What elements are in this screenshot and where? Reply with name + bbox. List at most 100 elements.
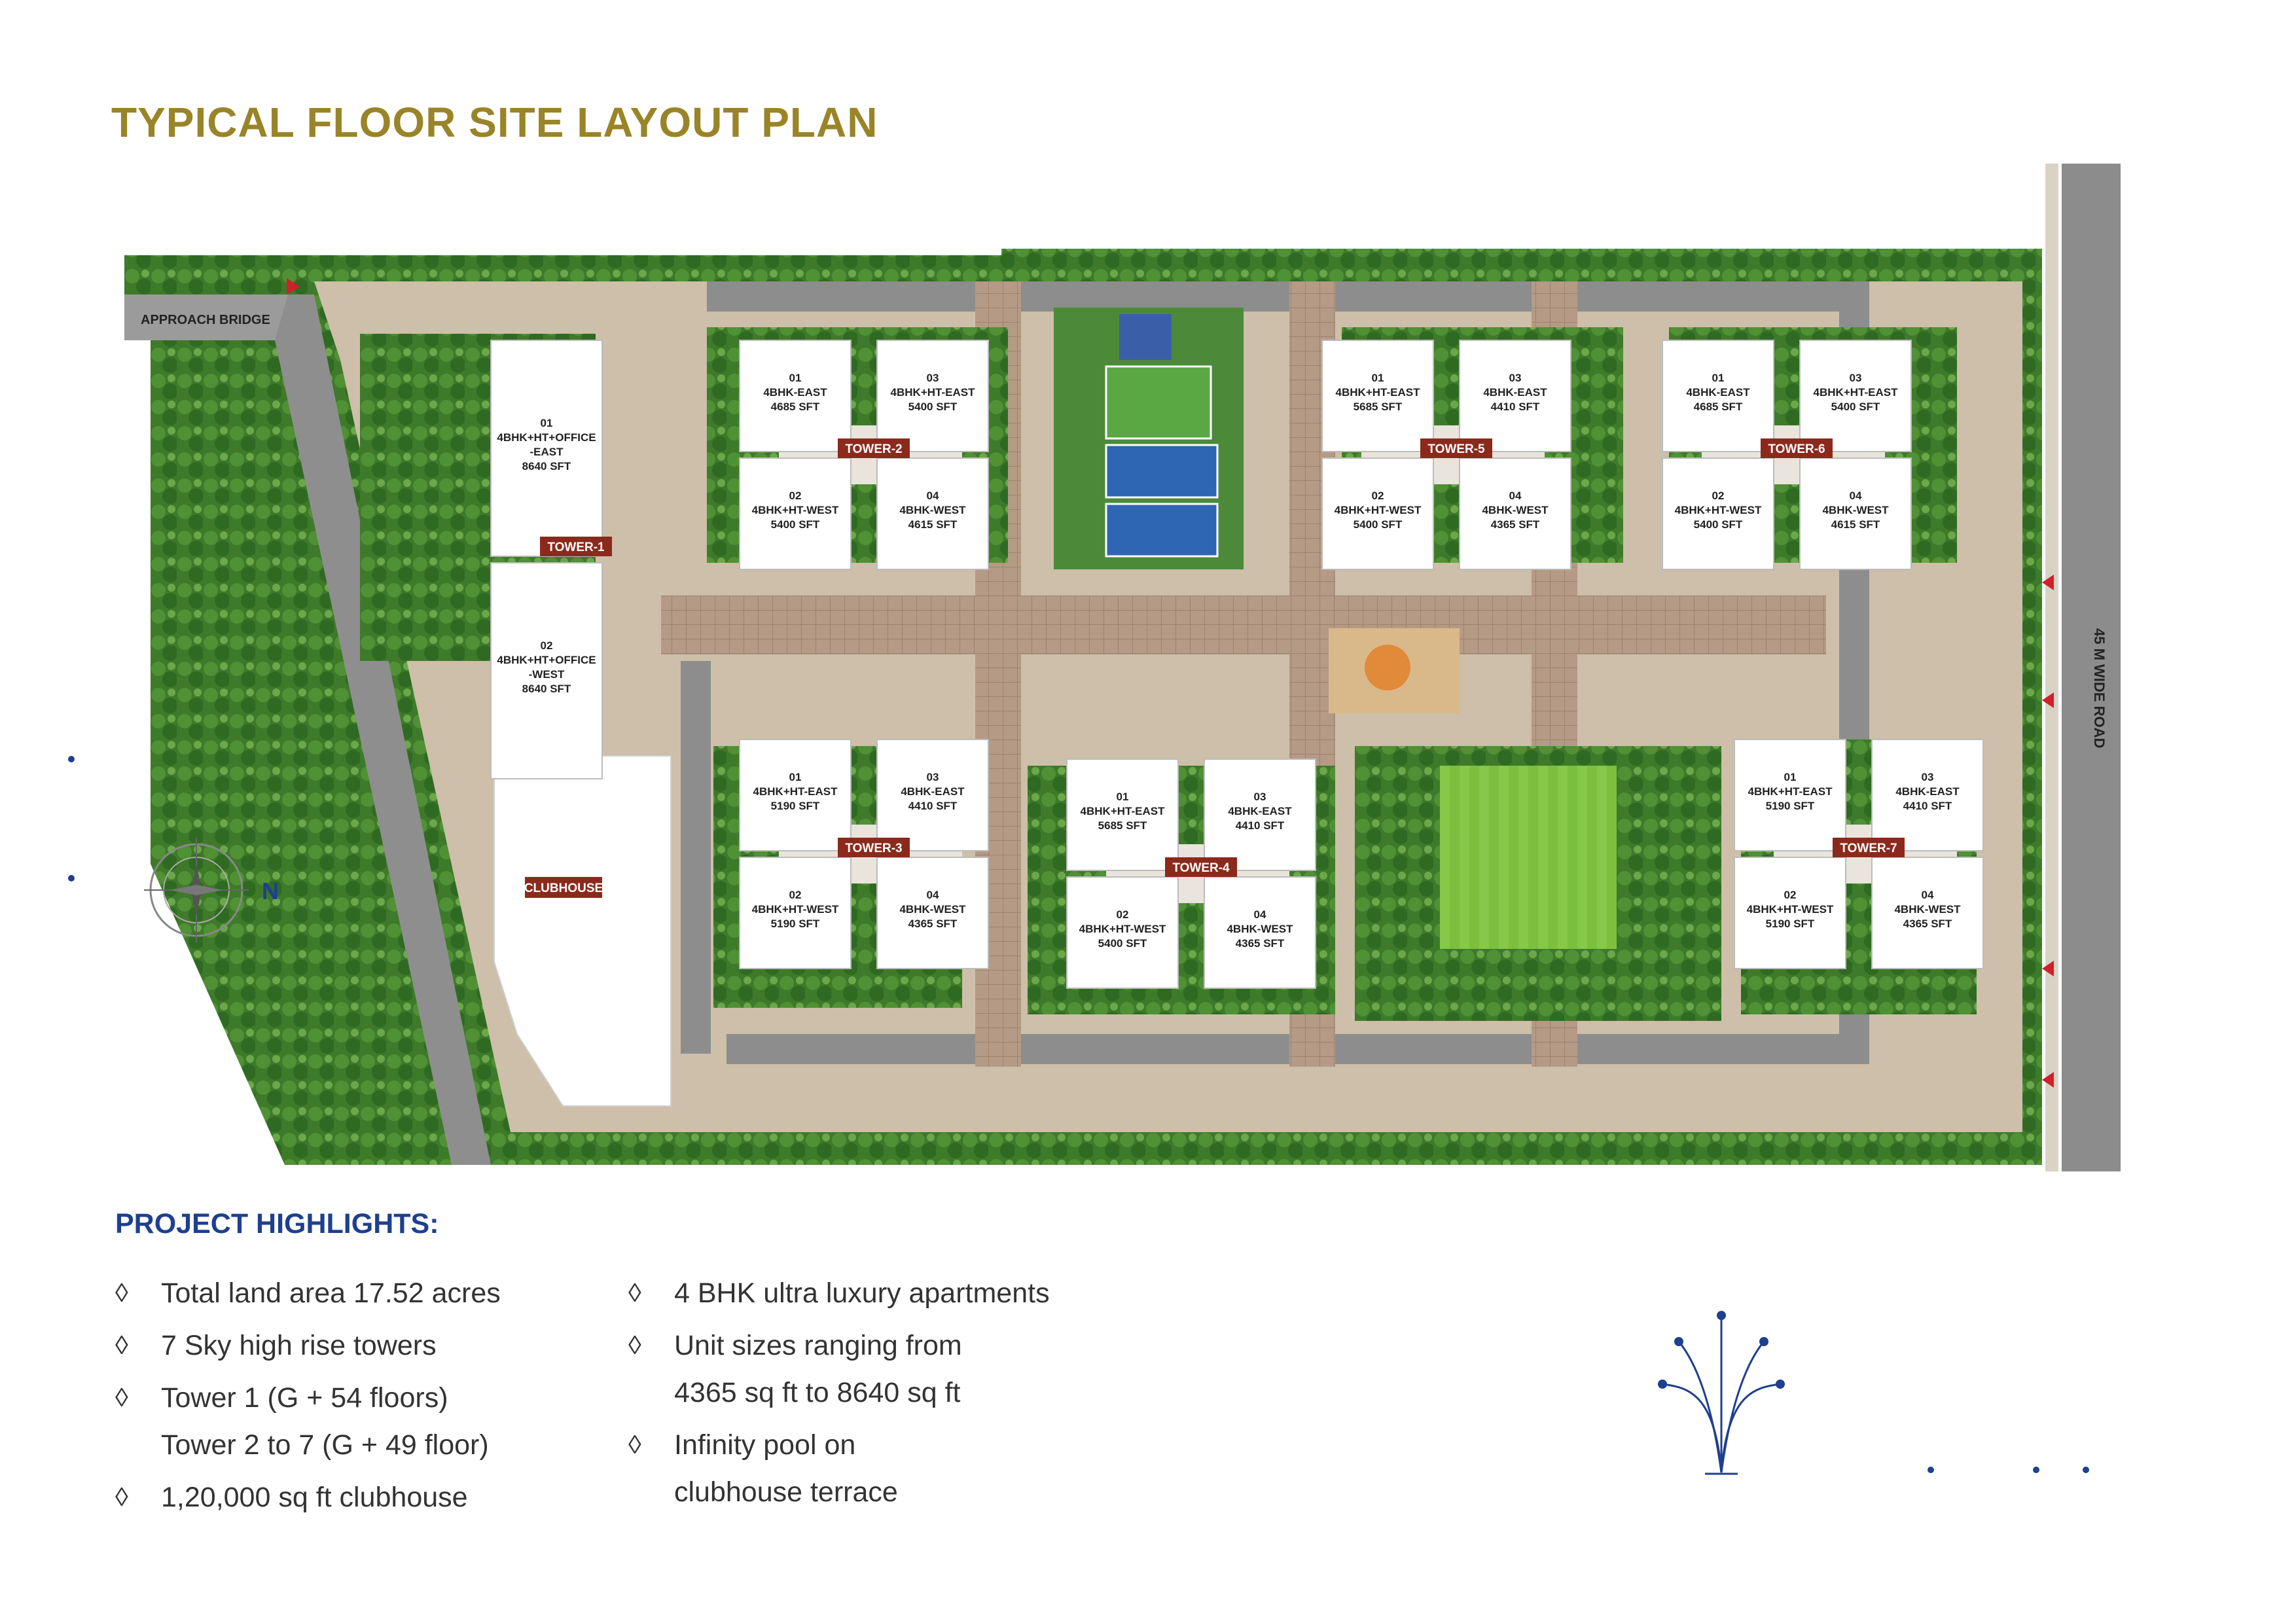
- unit-label: 01: [1712, 372, 1725, 384]
- unit-label: 4365 SFT: [1236, 937, 1285, 950]
- highlight-item: ◊1,20,000 sq ft clubhouse: [115, 1482, 468, 1513]
- unit-label: 5400 SFT: [1831, 401, 1880, 413]
- entry-arrows: [287, 278, 2054, 1088]
- tower-name: TOWER-6: [1768, 442, 1825, 456]
- unit-label: 01: [541, 417, 553, 429]
- unit-label: 4BHK+HT-EAST: [753, 785, 838, 798]
- unit-label: 4BHK+HT+OFFICE: [497, 654, 596, 666]
- decor-dot: [2033, 1467, 2039, 1473]
- unit-label: 04: [927, 490, 939, 502]
- unit-block: [1459, 457, 1571, 570]
- highlight-item: ◊Tower 1 (G + 54 floors): [115, 1382, 448, 1414]
- unit-block: [739, 457, 852, 570]
- decor-dot: [68, 756, 75, 762]
- unit-label: 4BHK-EAST: [901, 785, 965, 798]
- unit-label: 02: [1712, 490, 1725, 502]
- tower-tag: [540, 537, 612, 556]
- highlight-item: clubhouse terrace: [674, 1476, 898, 1508]
- tower-name: TOWER-3: [845, 842, 902, 855]
- unit-block: [490, 340, 603, 557]
- clubhouse-label: CLUBHOUSE: [524, 882, 603, 895]
- unit-label: 03: [1922, 771, 1934, 783]
- decor-dot: [68, 875, 75, 882]
- highlight-item: ◊Infinity pool on: [628, 1429, 856, 1461]
- unit-label: 04: [1922, 889, 1934, 901]
- unit-label: 5400 SFT: [1694, 518, 1743, 531]
- highlight-item: ◊7 Sky high rise towers: [115, 1330, 437, 1361]
- road-label: 45 M WIDE ROAD: [2091, 628, 2108, 748]
- unit-label: 4685 SFT: [771, 401, 820, 413]
- unit-label: 4410 SFT: [1236, 819, 1285, 832]
- unit-label: 4BHK-WEST: [1227, 923, 1293, 935]
- unit-label: 4BHK+HT-EAST: [891, 386, 976, 399]
- tower-tag: [838, 438, 910, 458]
- unit-label: 4615 SFT: [1831, 518, 1880, 531]
- unit-label: 01: [1117, 791, 1129, 803]
- unit-block: [1799, 457, 1912, 570]
- unit-label: 03: [927, 771, 939, 783]
- unit-label: 5685 SFT: [1098, 819, 1147, 832]
- tower-name: TOWER-2: [845, 442, 902, 456]
- unit-label: 4BHK+HT-WEST: [752, 504, 839, 516]
- unit-label: 4BHK+HT-EAST: [1748, 785, 1833, 798]
- tower-name: TOWER-4: [1172, 861, 1230, 875]
- unit-block: [876, 857, 989, 969]
- unit-label: 02: [1117, 908, 1129, 921]
- unit-block: [1066, 876, 1179, 989]
- unit-label: 4BHK+HT-WEST: [1335, 504, 1422, 516]
- basketball-court: [1119, 314, 1172, 360]
- decor-dot: [2083, 1467, 2089, 1473]
- unit-block: [1799, 340, 1912, 452]
- unit-label: 5190 SFT: [771, 918, 820, 930]
- tower-name: TOWER-7: [1840, 842, 1897, 855]
- unit-block: [1321, 340, 1434, 452]
- unit-label: 4BHK-WEST: [1822, 504, 1889, 516]
- unit-label: 5400 SFT: [908, 401, 958, 413]
- central-lawn: [1440, 766, 1617, 949]
- unit-label: 4BHK+HT-EAST: [1081, 805, 1166, 817]
- compass-icon: N: [144, 838, 279, 942]
- unit-label: 4BHK-WEST: [1894, 903, 1961, 916]
- unit-label: 4BHK-EAST: [1686, 386, 1750, 399]
- highlights-right: ◊4 BHK ultra luxury apartments ◊Unit siz…: [628, 1270, 1050, 1516]
- unit-block: [739, 857, 852, 969]
- highlight-item: Tower 2 to 7 (G + 49 floor): [161, 1429, 489, 1461]
- unit-label: 5400 SFT: [1354, 518, 1403, 531]
- unit-block: [490, 562, 603, 779]
- unit-label: 4615 SFT: [908, 518, 958, 531]
- unit-label: 4685 SFT: [1694, 401, 1743, 413]
- unit-label: 4BHK+HT+OFFICE: [497, 431, 596, 444]
- unit-label: 5685 SFT: [1354, 401, 1403, 413]
- unit-label: 01: [1784, 771, 1797, 783]
- site-plan: APPROACH BRIDGE CLUBHOUSE 45 M WIDE ROAD: [124, 164, 2121, 1171]
- unit-label: 4BHK+HT-EAST: [1814, 386, 1899, 399]
- unit-label: 5190 SFT: [1766, 918, 1815, 930]
- unit-block: [1734, 739, 1846, 851]
- unit-block: [1204, 876, 1316, 989]
- tower-6: 01 4BHK-EAST 4685 SFT 03 4BHK+HT-EAST 5400 SF…: [1662, 340, 1912, 570]
- clubhouse-building: [493, 755, 672, 1107]
- unit-label: 4BHK-EAST: [1895, 785, 1960, 798]
- unit-label: 03: [1850, 372, 1862, 384]
- unit-label: 4BHK-WEST: [899, 903, 966, 916]
- unit-label: 4410 SFT: [908, 800, 958, 812]
- unit-block: [1662, 340, 1774, 452]
- unit-block: [1871, 857, 1984, 969]
- decor-dot: [1928, 1467, 1934, 1473]
- unit-label: 4BHK+HT-WEST: [752, 903, 839, 916]
- unit-block: [1459, 340, 1571, 452]
- tower-tag: [838, 838, 910, 857]
- unit-label: 5400 SFT: [771, 518, 820, 531]
- unit-label: 4BHK-EAST: [1228, 805, 1292, 817]
- tower-tag: [1165, 857, 1237, 877]
- unit-label: 4BHK+HT-EAST: [1336, 386, 1421, 399]
- unit-label: 5190 SFT: [771, 800, 820, 812]
- unit-label: 4BHK-EAST: [1483, 386, 1547, 399]
- unit-block: [1321, 457, 1434, 570]
- highlight-item: 4365 sq ft to 8640 sq ft: [674, 1377, 961, 1408]
- unit-label: 5400 SFT: [1098, 937, 1147, 950]
